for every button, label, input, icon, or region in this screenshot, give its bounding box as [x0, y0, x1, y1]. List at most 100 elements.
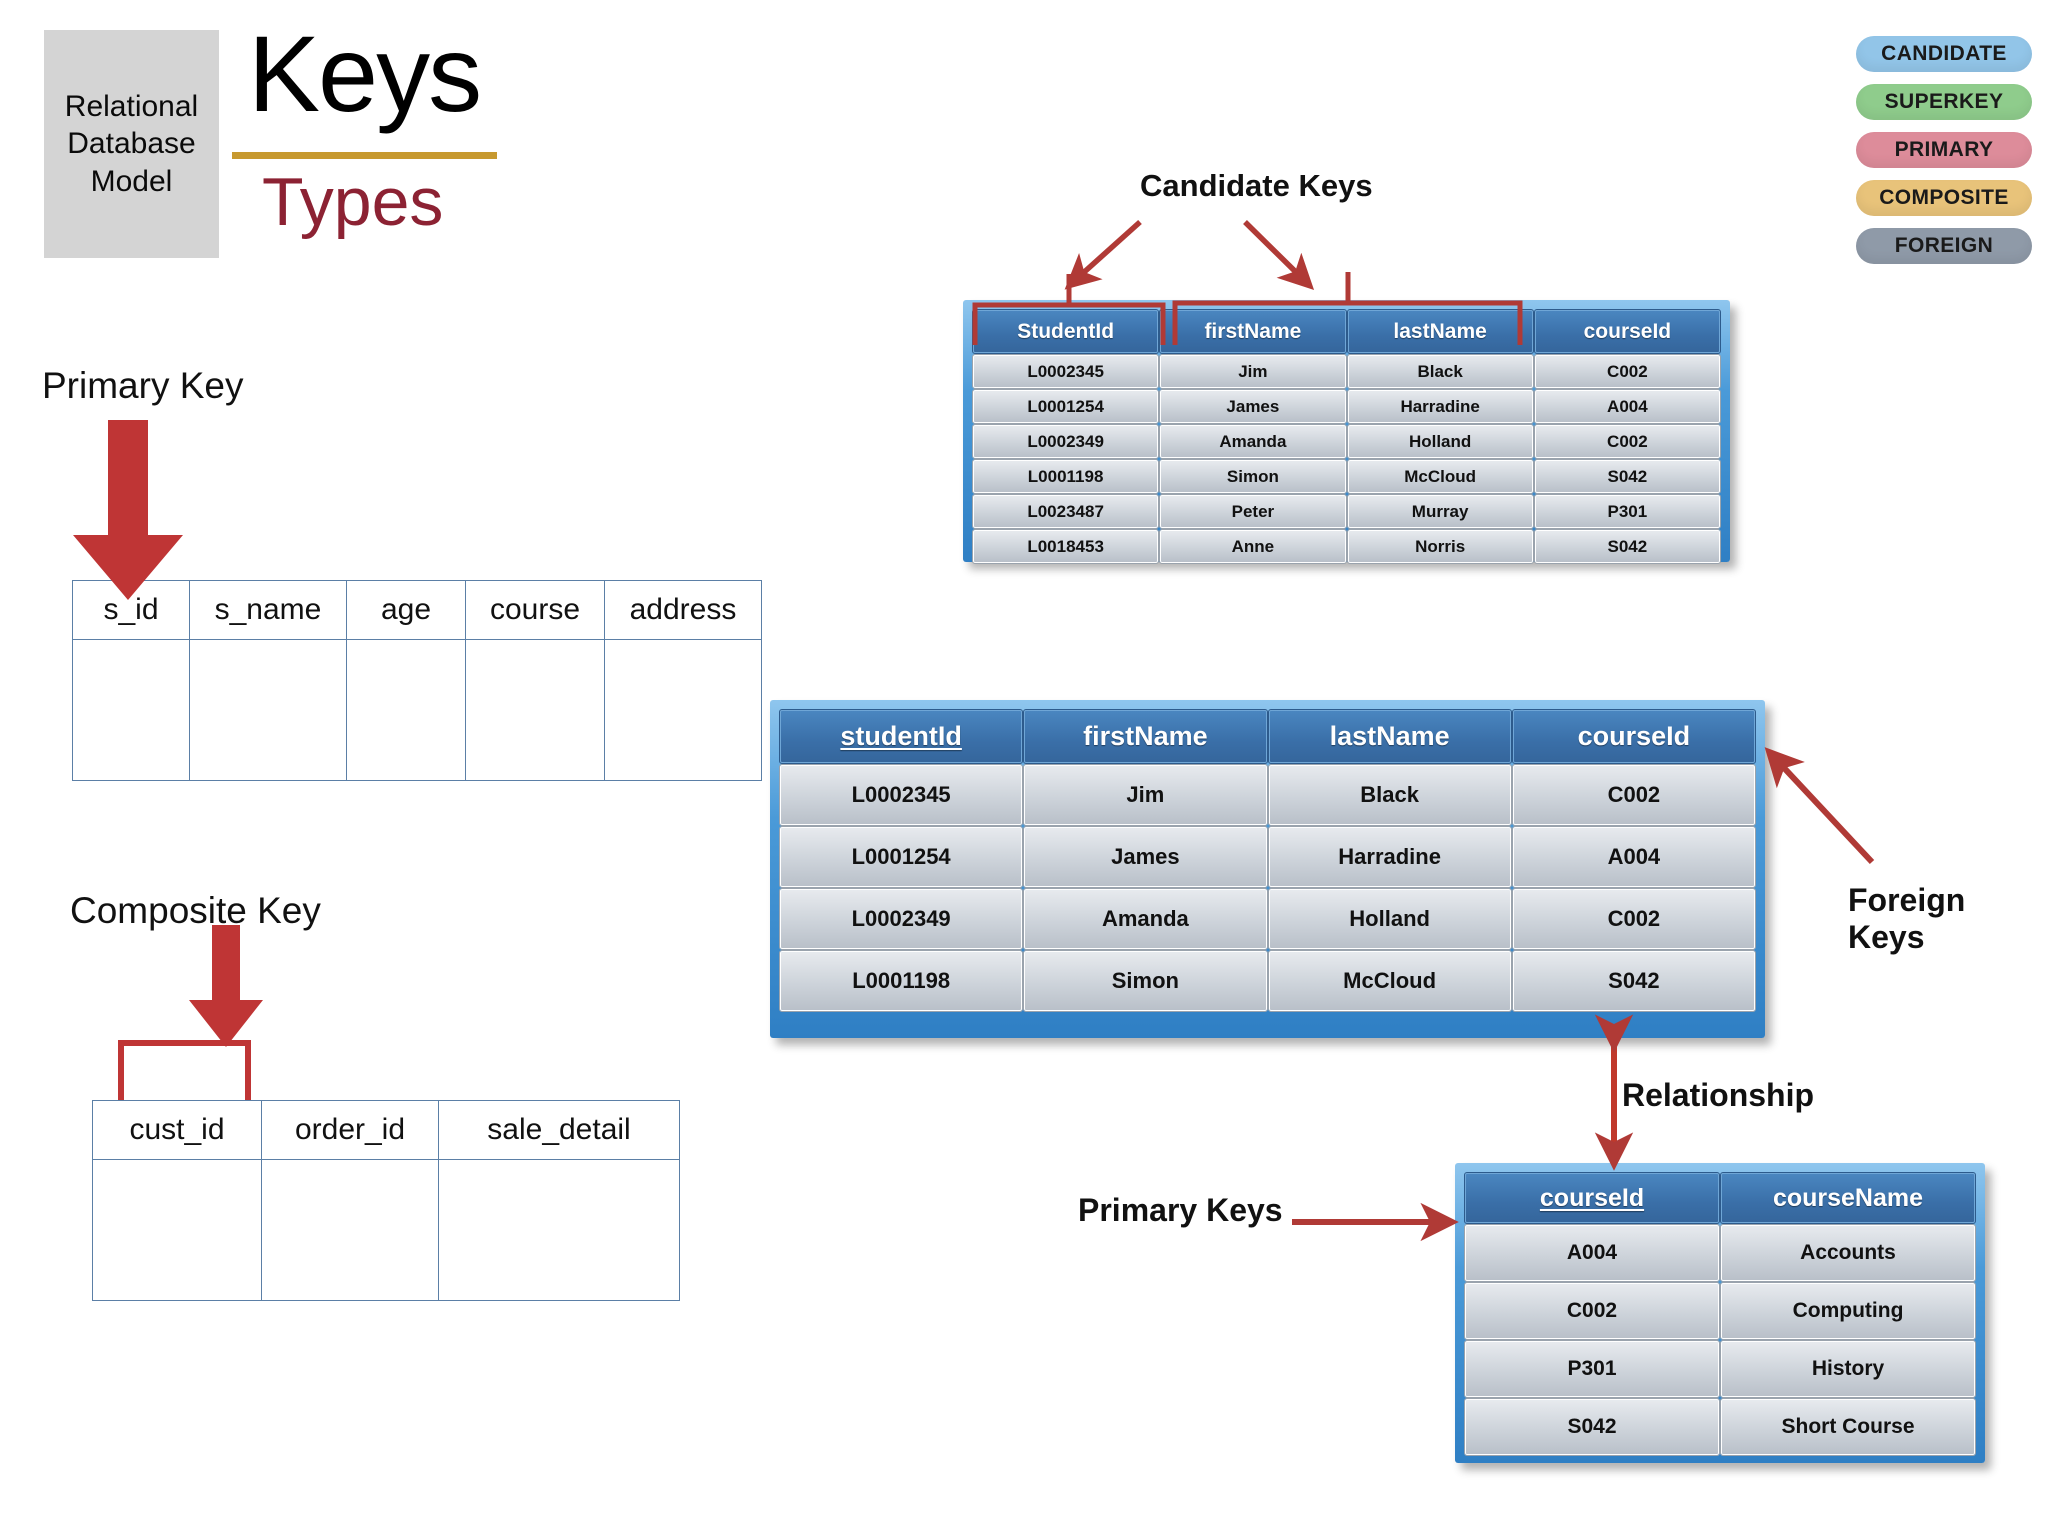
- table-cell: [92, 1159, 262, 1301]
- table-cell: Short Course: [1720, 1398, 1976, 1456]
- table-cell: A004: [1511, 826, 1757, 888]
- table-cell: [438, 1159, 680, 1301]
- legend-pill-primary[interactable]: PRIMARY: [1856, 132, 2032, 168]
- table-cell: C002: [1464, 1282, 1720, 1340]
- badge-line-2: Database: [67, 127, 196, 161]
- table-cell: L0002345: [971, 354, 1160, 389]
- legend-pill-label: SUPERKEY: [1884, 90, 2004, 113]
- table-cell: Holland: [1346, 424, 1534, 459]
- table-cell: Amanda: [1159, 424, 1347, 459]
- table-cell: S042: [1533, 459, 1722, 494]
- table-cell: C002: [1511, 764, 1757, 826]
- table-cell: Amanda: [1023, 888, 1268, 950]
- table-cell: [346, 639, 466, 781]
- legend-pill-candidate[interactable]: CANDIDATE: [1856, 36, 2032, 72]
- legend-pill-label: PRIMARY: [1894, 138, 1994, 161]
- title-divider: [232, 152, 497, 159]
- table-cell: L0002349: [778, 888, 1024, 950]
- foreign-keys-label: Foreign Keys: [1848, 882, 1966, 955]
- table-cell: L0023487: [971, 494, 1160, 529]
- table-cell: Black: [1267, 764, 1512, 826]
- legend: CANDIDATE SUPERKEY PRIMARY COMPOSITE FOREIGN: [1856, 36, 2032, 276]
- candidate-arrow-left: [1064, 219, 1142, 290]
- table-cell: C002: [1533, 354, 1722, 389]
- composite-key-bracket: [118, 1040, 251, 1100]
- column-header: courseId: [1511, 709, 1757, 764]
- table-row: [72, 639, 762, 781]
- page-title: Keys: [248, 13, 482, 134]
- column-header: cust_id: [92, 1100, 262, 1160]
- title-badge: Relational Database Model: [44, 30, 219, 258]
- legend-pill-foreign[interactable]: FOREIGN: [1856, 228, 2032, 264]
- table-cell: C002: [1533, 424, 1722, 459]
- table-cell: [72, 639, 190, 781]
- legend-pill-composite[interactable]: COMPOSITE: [1856, 180, 2032, 216]
- composite-key-down-arrow: [189, 925, 263, 1047]
- table-cell: A004: [1533, 389, 1722, 424]
- table-cell: [261, 1159, 439, 1301]
- table-cell: P301: [1464, 1340, 1720, 1398]
- legend-pill-label: COMPOSITE: [1879, 186, 2009, 209]
- table-cell: P301: [1533, 494, 1722, 529]
- page-subtitle: Types: [262, 164, 444, 240]
- column-header: lastName: [1346, 309, 1534, 354]
- table-cell: James: [1159, 389, 1347, 424]
- legend-pill-label: CANDIDATE: [1881, 42, 2007, 65]
- column-header: s_name: [189, 580, 347, 640]
- table-cell: James: [1023, 826, 1268, 888]
- primary-keys-label: Primary Keys: [1078, 1192, 1283, 1228]
- table-cell: [189, 639, 347, 781]
- table-row: [92, 1159, 680, 1301]
- column-header: age: [346, 580, 466, 640]
- table-cell: L0001254: [971, 389, 1160, 424]
- table-cell: L0002345: [778, 764, 1024, 826]
- table-cell: [604, 639, 762, 781]
- table-cell: L0001198: [971, 459, 1160, 494]
- column-header: course: [465, 580, 605, 640]
- table-cell: Accounts: [1720, 1224, 1976, 1282]
- column-header: firstName: [1159, 309, 1347, 354]
- column-header: address: [604, 580, 762, 640]
- column-header: s_id: [72, 580, 190, 640]
- badge-line-1: Relational: [64, 89, 199, 123]
- table-cell: Norris: [1346, 529, 1534, 564]
- table-cell: History: [1720, 1340, 1976, 1398]
- table-cell: Murray: [1346, 494, 1534, 529]
- table-cell: Anne: [1159, 529, 1347, 564]
- table-cell: McCloud: [1346, 459, 1534, 494]
- column-header: firstName: [1023, 709, 1268, 764]
- table-cell: C002: [1511, 888, 1757, 950]
- table-cell: Black: [1346, 354, 1534, 389]
- column-header: courseId: [1533, 309, 1722, 354]
- table-cell: S042: [1511, 950, 1757, 1012]
- legend-pill-superkey[interactable]: SUPERKEY: [1856, 84, 2032, 120]
- table-cell: Jim: [1159, 354, 1347, 389]
- table-cell: L0002349: [971, 424, 1160, 459]
- table-cell: L0001254: [778, 826, 1024, 888]
- column-header: studentId: [778, 709, 1024, 764]
- legend-pill-label: FOREIGN: [1894, 234, 1994, 257]
- table-cell: S042: [1464, 1398, 1720, 1456]
- table-cell: L0001198: [778, 950, 1024, 1012]
- table-cell: A004: [1464, 1224, 1720, 1282]
